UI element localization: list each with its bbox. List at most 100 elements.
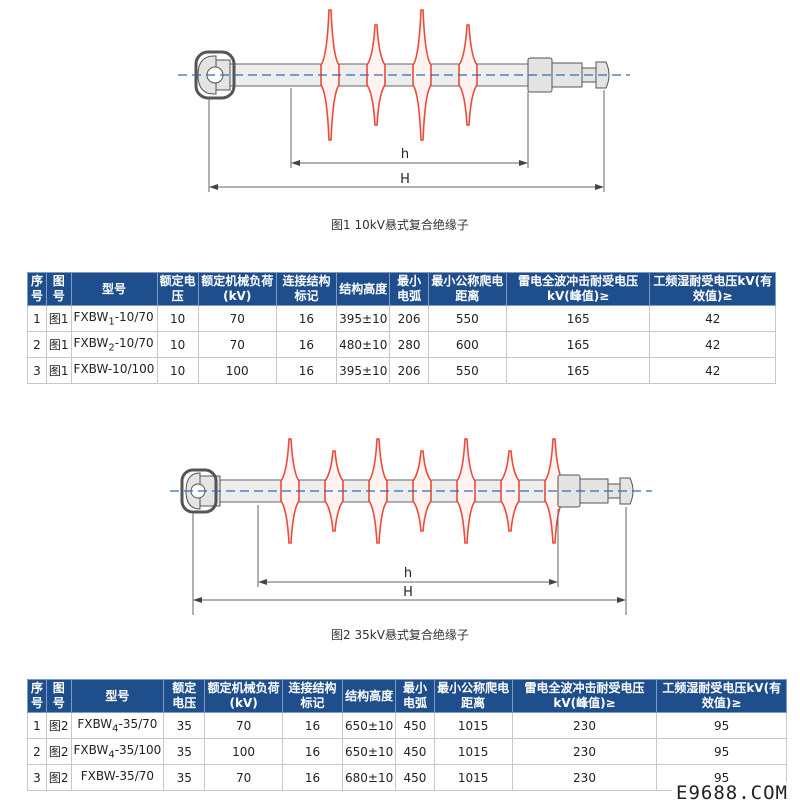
cell-creepage: 600: [427, 331, 507, 358]
cell-height: 650±10: [342, 712, 397, 739]
insulator-shed: [368, 438, 388, 544]
insulator-35kv-drawing: h H: [170, 438, 652, 615]
spec-table-35kv: 序号 图号 型号 额定电压 额定机械负荷(kV) 连接结构标记 结构高度 最小电…: [27, 679, 787, 791]
table-row: 2 图2 FXBW4-35/100 35 100 16 650±10 450 1…: [27, 738, 787, 765]
dimension-label-H: H: [400, 172, 410, 187]
cell-no: 2: [27, 331, 47, 358]
cell-impulse: 165: [505, 331, 651, 358]
col-header: 雷电全波冲击耐受电压kV(峰值)≥: [505, 272, 651, 306]
dimension-label-h: h: [401, 147, 409, 162]
cell-voltage: 35: [163, 764, 206, 791]
cell-fig: 图2: [45, 712, 72, 739]
cell-fig: 图1: [45, 357, 72, 384]
col-header: 额定电压: [163, 679, 206, 713]
cell-height: 395±10: [336, 357, 391, 384]
cell-impulse: 230: [511, 738, 658, 765]
insulator-shed: [458, 24, 478, 126]
cell-load: 70: [197, 331, 277, 358]
cell-no: 3: [27, 357, 47, 384]
cell-no: 1: [27, 305, 47, 332]
col-header: 序号: [27, 679, 47, 713]
insulator-shed: [324, 450, 344, 532]
cell-load: 70: [204, 712, 283, 739]
cell-arc: 450: [395, 738, 435, 765]
col-header: 序号: [27, 272, 47, 306]
col-header: 型号: [70, 679, 165, 713]
cell-voltage: 35: [163, 712, 206, 739]
cell-wet-voltage: 95: [656, 712, 787, 739]
col-header: 雷电全波冲击耐受电压kV(峰值)≥: [511, 679, 658, 713]
cell-creepage: 550: [427, 357, 507, 384]
cell-height: 480±10: [336, 331, 391, 358]
figure-2-caption: 图2 35kV悬式复合绝缘子: [331, 628, 469, 642]
cell-load: 100: [197, 357, 277, 384]
col-header: 连接结构标记: [281, 679, 344, 713]
cell-connection: 16: [281, 764, 344, 791]
cell-height: 650±10: [342, 738, 397, 765]
col-header: 最小公称爬电距离: [433, 679, 513, 713]
ball-end-fitting: [527, 57, 610, 93]
cell-creepage: 550: [427, 305, 507, 332]
col-header: 最小电弧: [395, 679, 435, 713]
cell-creepage: 1015: [433, 712, 513, 739]
cell-fig: 图1: [45, 305, 72, 332]
table-header-row: 序号 图号 型号 额定电压 额定机械负荷(kV) 连接结构标记 结构高度 最小电…: [27, 272, 776, 306]
cell-connection: 16: [275, 331, 338, 358]
cell-height: 680±10: [342, 764, 397, 791]
spec-table-10kv: 序号 图号 型号 额定电压 额定机械负荷(kV) 连接结构标记 结构高度 最小电…: [27, 272, 776, 384]
cell-load: 100: [204, 738, 283, 765]
cell-voltage: 35: [163, 738, 206, 765]
cell-arc: 206: [389, 305, 429, 332]
col-header: 图号: [45, 679, 72, 713]
cell-fig: 图2: [45, 764, 72, 791]
col-header: 型号: [70, 272, 158, 306]
col-header: 工频湿耐受电压kV(有效值)≥: [649, 272, 776, 306]
table-header-row: 序号 图号 型号 额定电压 额定机械负荷(kV) 连接结构标记 结构高度 最小电…: [27, 679, 787, 713]
col-header: 最小电弧: [389, 272, 429, 306]
cell-arc: 450: [395, 764, 435, 791]
cell-creepage: 1015: [433, 764, 513, 791]
col-header: 工频湿耐受电压kV(有效值)≥: [656, 679, 787, 713]
col-header: 图号: [45, 272, 72, 306]
cell-connection: 16: [275, 305, 338, 332]
cell-height: 395±10: [336, 305, 391, 332]
col-header: 最小公称爬电距离: [427, 272, 507, 306]
col-header: 结构高度: [342, 679, 397, 713]
cell-impulse: 230: [511, 712, 658, 739]
cell-no: 3: [27, 764, 47, 791]
insulator-10kv-drawing: h H: [178, 9, 630, 192]
cell-arc: 206: [389, 357, 429, 384]
cell-load: 70: [197, 305, 277, 332]
cell-impulse: 230: [511, 764, 658, 791]
cell-model: FXBW-35/70: [70, 764, 165, 791]
cell-wet-voltage: 42: [649, 357, 776, 384]
cell-model: FXBW4-35/100: [70, 738, 165, 765]
cell-load: 70: [204, 764, 283, 791]
cell-model: FXBW4-35/70: [70, 712, 165, 739]
cell-connection: 16: [281, 712, 344, 739]
cell-connection: 16: [281, 738, 344, 765]
cell-creepage: 1015: [433, 738, 513, 765]
cell-wet-voltage: 42: [649, 305, 776, 332]
table-row: 3 图1 FXBW-10/100 10 100 16 395±10 206 55…: [27, 357, 776, 384]
cell-wet-voltage: 42: [649, 331, 776, 358]
dimension-label-H: H: [403, 585, 413, 600]
cell-model: FXBW-10/100: [70, 357, 158, 384]
cell-arc: 280: [389, 331, 429, 358]
table-row: 2 图1 FXBW2-10/70 10 70 16 480±10 280 600…: [27, 331, 776, 358]
cell-voltage: 10: [156, 305, 199, 332]
cell-fig: 图1: [45, 331, 72, 358]
figure-1-caption: 图1 10kV悬式复合绝缘子: [331, 218, 469, 232]
cell-arc: 450: [395, 712, 435, 739]
col-header: 连接结构标记: [275, 272, 338, 306]
cell-voltage: 10: [156, 331, 199, 358]
cell-model: FXBW2-10/70: [70, 331, 158, 358]
cell-fig: 图2: [45, 738, 72, 765]
dimension-label-h: h: [404, 566, 412, 581]
cell-wet-voltage: 95: [656, 738, 787, 765]
cell-no: 2: [27, 738, 47, 765]
insulator-shed: [320, 9, 340, 141]
table-row: 1 图1 FXBW1-10/70 10 70 16 395±10 206 550…: [27, 305, 776, 332]
watermark-text: E9688.COM: [672, 782, 792, 804]
cell-model: FXBW1-10/70: [70, 305, 158, 332]
